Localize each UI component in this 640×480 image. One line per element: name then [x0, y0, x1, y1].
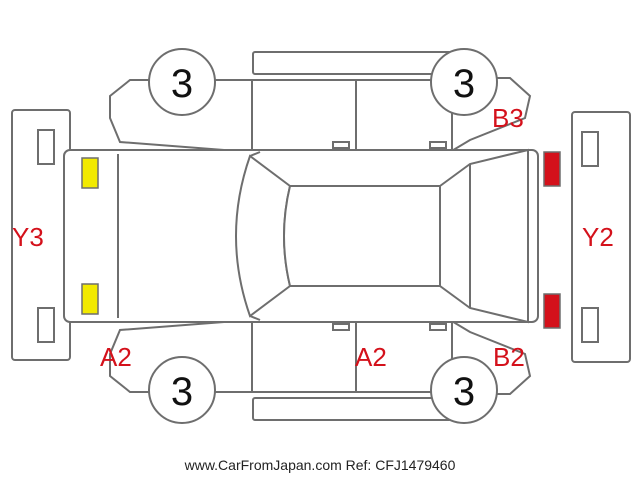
tire-rear-bottom: 3: [148, 356, 216, 424]
rear-light-marker-bottom: [81, 283, 99, 315]
label-rear-right-quarter: B3: [492, 103, 524, 133]
tire-rating: 3: [453, 62, 475, 106]
label-rear-bumper: Y3: [12, 222, 44, 252]
tire-rating: 3: [453, 370, 475, 414]
label-left-doors: A2: [355, 342, 387, 372]
label-front-left-fender: B2: [493, 342, 525, 372]
tire-front-bottom: 3: [430, 356, 498, 424]
front-light-marker-bottom: [543, 293, 561, 329]
tire-rating: 3: [171, 370, 193, 414]
label-rear-left-corner: A2: [100, 342, 132, 372]
tire-rear-top: 3: [148, 48, 216, 116]
roof-strip-bottom: [252, 397, 452, 421]
car-body-top-view: [63, 148, 539, 324]
reference-footer: www.CarFromJapan.com Ref: CFJ1479460: [184, 457, 456, 473]
roof-strip-top: [252, 51, 452, 75]
rear-light-marker-top: [81, 157, 99, 189]
front-bumper: [571, 111, 631, 363]
tire-rating: 3: [171, 62, 193, 106]
tire-front-top: 3: [430, 48, 498, 116]
front-light-marker-top: [543, 151, 561, 187]
label-front-bumper: Y2: [582, 222, 614, 252]
